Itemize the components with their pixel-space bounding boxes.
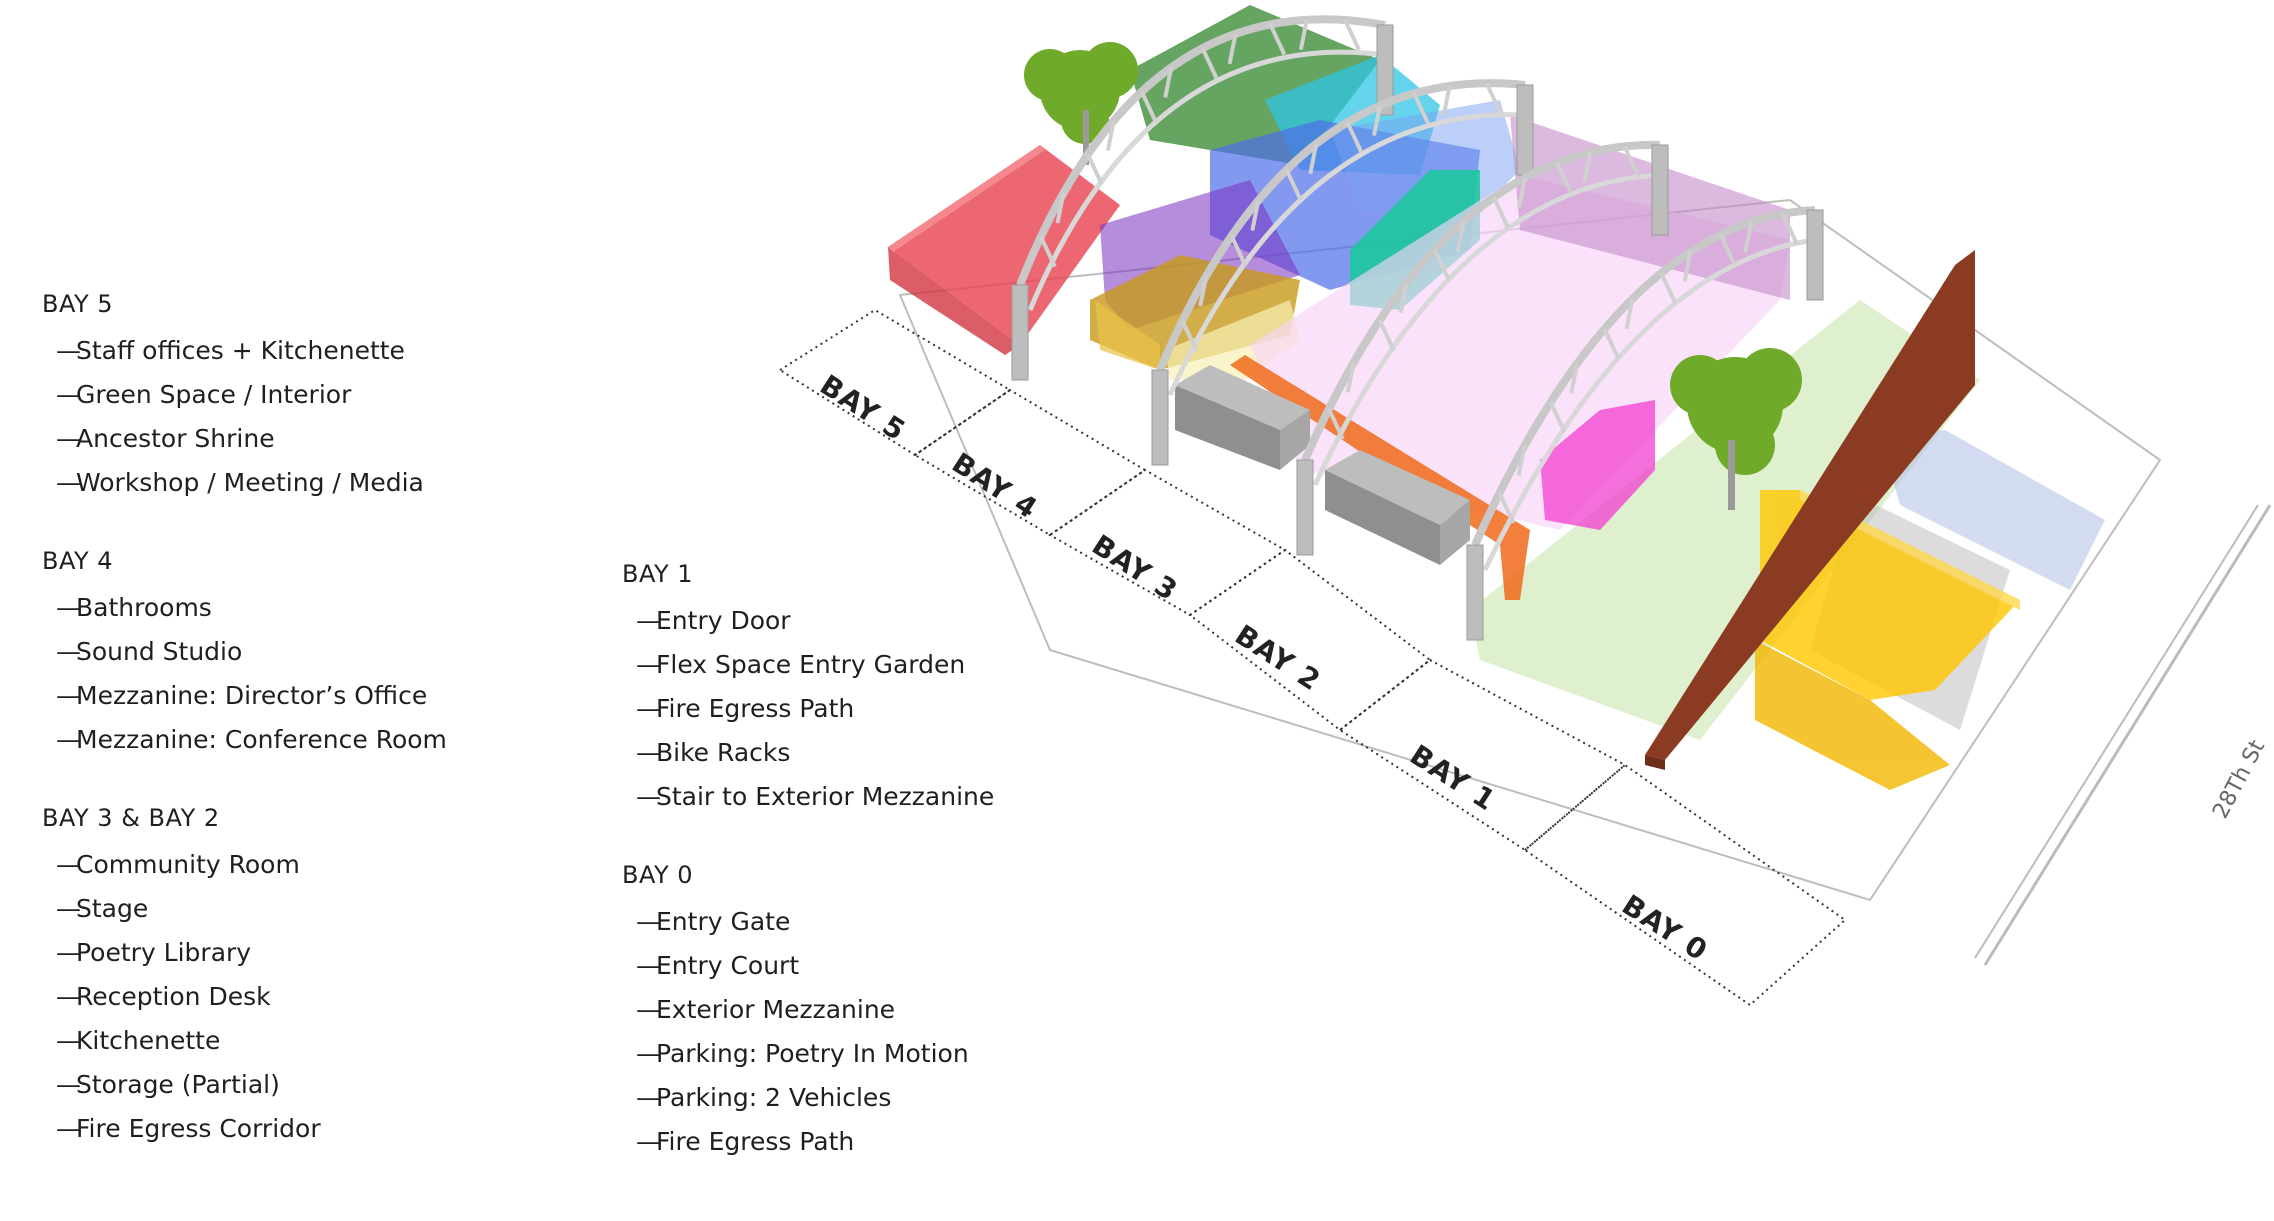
legend-title: BAY 4 xyxy=(42,547,114,575)
legend-item: —Bike Racks xyxy=(636,738,791,767)
bay5-staff-offices-volume xyxy=(888,145,1120,355)
legend-item: —Storage (Partial) xyxy=(56,1070,280,1099)
legend-item: —Workshop / Meeting / Media xyxy=(56,468,424,497)
legend-item: —Fire Egress Corridor xyxy=(56,1114,321,1143)
roof-trusses xyxy=(1011,15,1824,641)
tree-icon xyxy=(1670,348,1802,510)
brick-wall xyxy=(1645,250,1975,770)
bay1-ground xyxy=(1470,300,1980,740)
poetry-library-volume xyxy=(1325,450,1470,565)
legend-item: —Parking: 2 Vehicles xyxy=(636,1083,892,1112)
truss-4 xyxy=(1466,206,1824,641)
legend-item: —Exterior Mezzanine xyxy=(636,995,896,1024)
bay-label: BAY 0 xyxy=(1616,888,1714,967)
legend-item: —Ancestor Shrine xyxy=(56,424,275,453)
truss-2 xyxy=(1151,79,1534,466)
bay0-parking-blue xyxy=(1880,430,2105,590)
legend-item: —Kitchenette xyxy=(56,1026,221,1055)
legend-right: BAY 1 —Entry Door —Flex Space Entry Gard… xyxy=(622,560,994,1206)
legend-item: —Community Room xyxy=(56,850,300,879)
legend-title: BAY 3 & BAY 2 xyxy=(42,804,220,832)
legend-group-bay1: BAY 1 —Entry Door —Flex Space Entry Gard… xyxy=(622,560,994,811)
legend-item: —Poetry Library xyxy=(56,938,252,967)
legend-title: BAY 0 xyxy=(622,861,694,889)
legend-item: —Mezzanine: Conference Room xyxy=(56,725,447,754)
stage-volume xyxy=(1175,365,1310,470)
legend-item: —Sound Studio xyxy=(56,637,243,666)
legend-group-bay3-2: BAY 3 & BAY 2 —Community Room —Stage —Po… xyxy=(42,804,447,1143)
legend-group-bay4: BAY 4 —Bathrooms —Sound Studio —Mezzanin… xyxy=(42,547,447,754)
legend-item: —Mezzanine: Director’s Office xyxy=(56,681,428,710)
bay-label: BAY 3 xyxy=(1086,528,1184,607)
street-line xyxy=(1974,504,2259,959)
legend-group-bay5: BAY 5 —Staff offices + Kitchenette —Gree… xyxy=(42,290,447,497)
legend-item: —Entry Court xyxy=(636,951,800,980)
bay-label: BAY 2 xyxy=(1229,618,1327,697)
bay-label: BAY 1 xyxy=(1404,738,1502,817)
legend-item: —Fire Egress Path xyxy=(636,694,855,723)
bay-label: BAY 5 xyxy=(814,368,912,447)
legend-item: —Stage xyxy=(56,894,149,923)
street-label: 28Th St xyxy=(2208,736,2270,823)
legend-item: —Staff offices + Kitchenette xyxy=(56,336,405,365)
bay2-pink-wall xyxy=(1510,115,1790,300)
legend-item: —Reception Desk xyxy=(56,982,271,1011)
bay3-yellow-volume xyxy=(1095,300,1160,370)
legend-item: —Fire Egress Path xyxy=(636,1127,855,1156)
bay1-magenta-volume xyxy=(1540,400,1655,530)
legend-group-bay0: BAY 0 —Entry Gate —Entry Court —Exterior… xyxy=(622,861,994,1156)
bay-label: BAY 4 xyxy=(946,446,1044,525)
legend-item: —Entry Gate xyxy=(636,907,791,936)
legend-title: BAY 5 xyxy=(42,290,114,318)
legend-item: —Entry Door xyxy=(636,606,791,635)
legend-left: BAY 5 —Staff offices + Kitchenette —Gree… xyxy=(42,290,447,1193)
fire-egress-corridor xyxy=(1230,355,1530,600)
street-line xyxy=(1983,504,2272,966)
truss-3 xyxy=(1296,140,1669,556)
legend-item: —Parking: Poetry In Motion xyxy=(636,1039,969,1068)
truss-1 xyxy=(1011,15,1394,381)
legend-item: —Green Space / Interior xyxy=(56,380,352,409)
bay-label-boxes xyxy=(778,308,1847,1007)
legend-item: —Stair to Exterior Mezzanine xyxy=(636,782,995,811)
tree-icon xyxy=(1024,42,1138,165)
legend-title: BAY 1 xyxy=(622,560,694,588)
legend-item: —Bathrooms xyxy=(56,593,212,622)
legend-item: —Flex Space Entry Garden xyxy=(636,650,966,679)
